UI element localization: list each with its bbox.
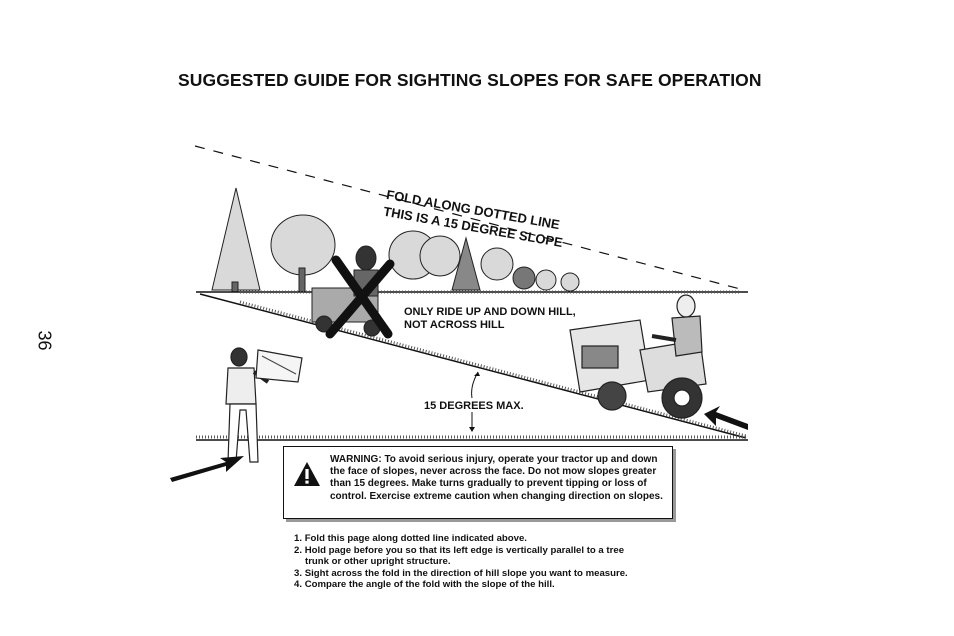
leafy-tree-1 xyxy=(270,214,336,276)
leafy-tree-3 xyxy=(419,235,461,277)
warning-text: WARNING: To avoid serious injury, operat… xyxy=(330,454,663,502)
uphill-arrow-icon xyxy=(704,406,748,430)
warning-triangle-icon xyxy=(294,462,320,486)
tree-group xyxy=(211,187,580,293)
degrees-max-label: 15 DEGREES MAX. xyxy=(424,400,524,412)
ride-label-line1: ONLY RIDE UP AND DOWN HILL, xyxy=(404,306,576,318)
step-2: 2. Hold page before you so that its left… xyxy=(294,544,625,568)
ride-label-line2: NOT ACROSS HILL xyxy=(404,319,505,331)
leafy-tree-4 xyxy=(480,247,514,281)
page-title: SUGGESTED GUIDE FOR SIGHTING SLOPES FOR … xyxy=(178,70,762,90)
ride-direction-label: ONLY RIDE UP AND DOWN HILL, NOT ACROSS H… xyxy=(404,306,576,332)
pine-tree-left xyxy=(211,187,261,291)
instruction-steps: 1. Fold this page along dotted line indi… xyxy=(294,533,694,591)
bush-3 xyxy=(560,272,580,292)
bush-1 xyxy=(512,266,536,290)
cross-mark-icon xyxy=(325,255,395,339)
step-4: 4. Compare the angle of the fold with th… xyxy=(294,579,555,590)
warning-box: WARNING: To avoid serious injury, operat… xyxy=(283,446,673,519)
step-1: 1. Fold this page along dotted line indi… xyxy=(294,533,527,544)
person-sighting xyxy=(225,347,303,463)
step-3: 3. Sight across the fold in the directio… xyxy=(294,567,628,579)
tractor-up-hill xyxy=(569,294,707,419)
bush-2 xyxy=(535,269,557,291)
pine-tree-mid xyxy=(451,236,481,291)
slope-line xyxy=(199,293,747,439)
direction-arrow-icon xyxy=(170,456,244,482)
